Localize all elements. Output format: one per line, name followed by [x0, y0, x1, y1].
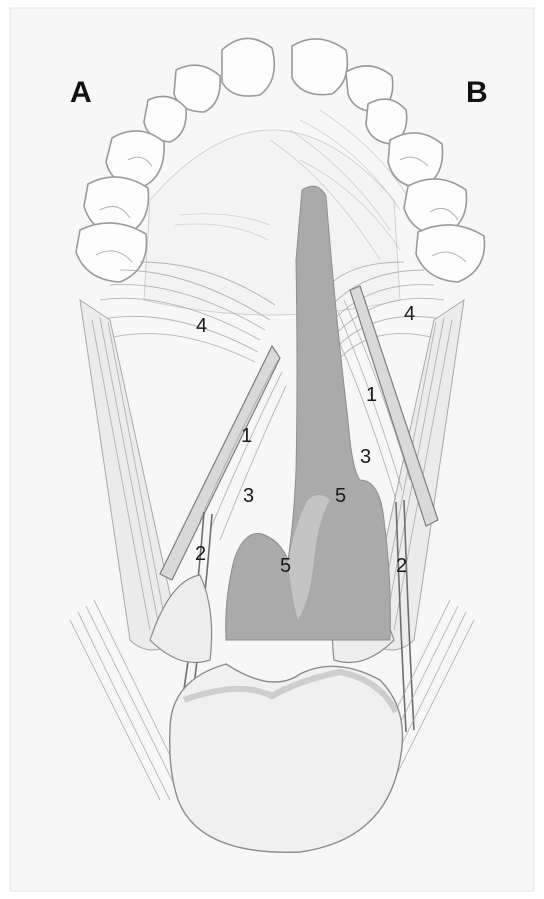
label-2-left: 2 [195, 543, 206, 565]
tooth [222, 38, 274, 96]
tooth [292, 39, 347, 95]
label-5-right: 5 [335, 485, 346, 507]
label-4-right: 4 [404, 303, 415, 325]
label-2-right: 2 [396, 555, 407, 577]
label-1-left: 1 [241, 425, 252, 447]
label-5-left: 5 [280, 555, 291, 577]
label-3-left: 3 [243, 485, 254, 507]
label-1-right: 1 [366, 384, 377, 406]
panel-label-b: B [466, 76, 488, 109]
label-4-left: 4 [196, 315, 207, 337]
label-3-right: 3 [360, 446, 371, 468]
panel-label-a: A [70, 76, 92, 109]
